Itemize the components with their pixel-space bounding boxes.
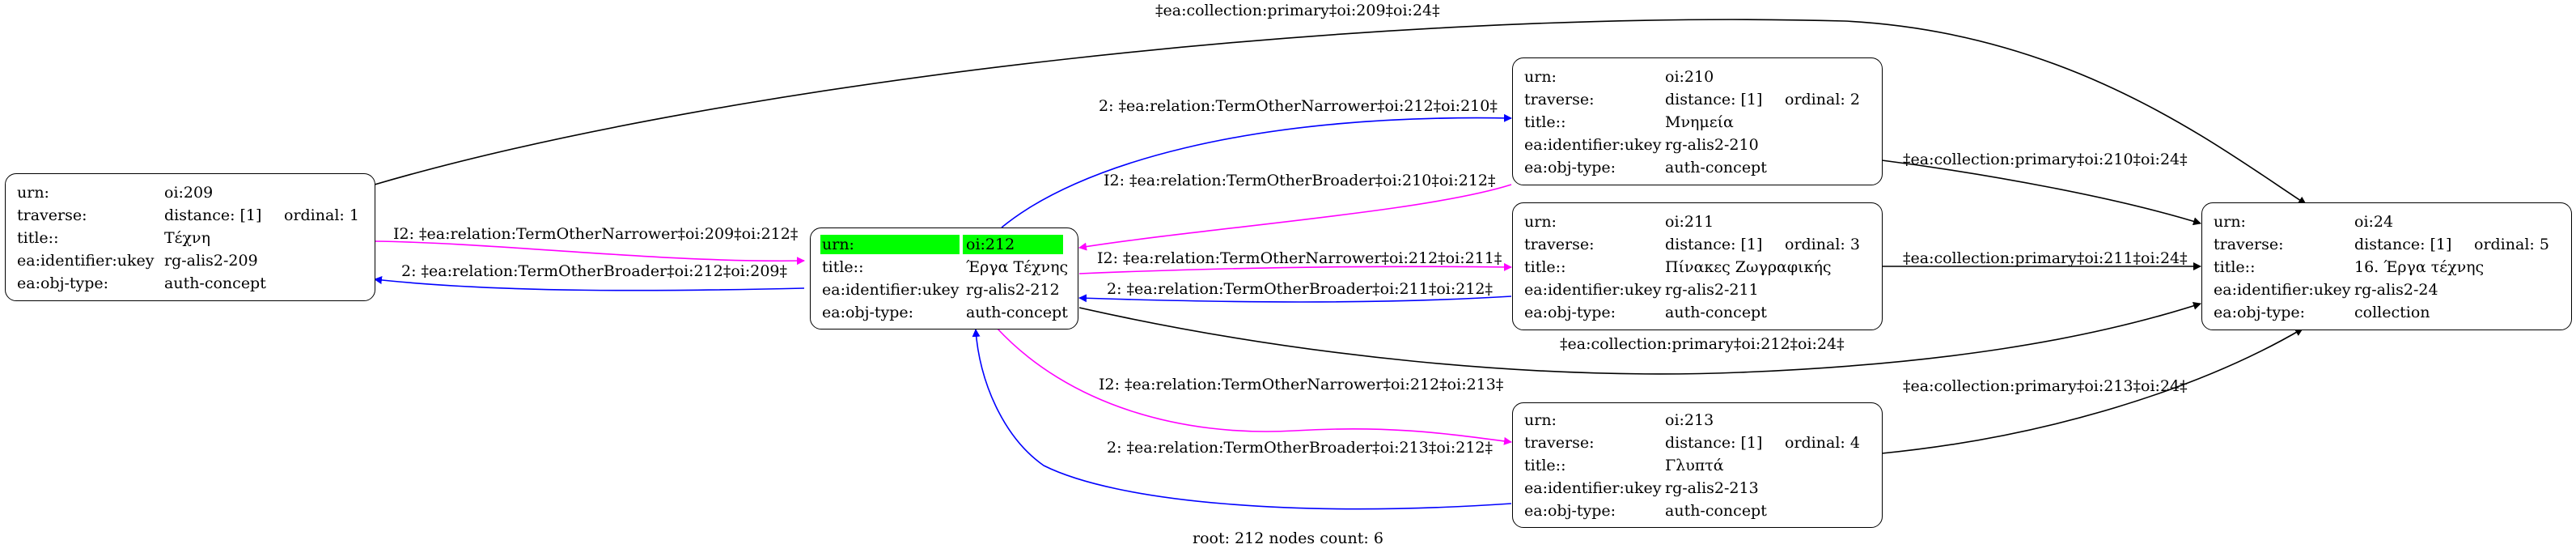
edge-label-209-212: I2: ‡ea:relation:TermOtherNarrower‡oi:20…	[393, 225, 799, 243]
edge-label-211-24: ‡ea:collection:primary‡oi:211‡oi:24‡	[1903, 249, 2188, 267]
value: Έργα Τέχνης	[966, 258, 1069, 276]
edge-212-213-narrower	[996, 327, 1512, 445]
edge-213-24-primary	[1881, 328, 2303, 454]
graph-footer: root: 212 nodes count: 6	[1193, 529, 1383, 547]
key: ea:obj-type:	[822, 304, 914, 321]
key: urn:	[1524, 68, 1557, 86]
value: oi:209	[164, 184, 214, 202]
edge-210-212-broader	[1078, 184, 1512, 251]
edge-label-210-212: I2: ‡ea:relation:TermOtherBroader‡oi:210…	[1104, 172, 1496, 189]
key: title::	[1524, 258, 1566, 276]
edge-label-212-209: 2: ‡ea:relation:TermOtherBroader‡oi:212‡…	[401, 262, 788, 280]
ordinal: ordinal: 2	[1785, 91, 1860, 108]
edge-209-24-primary	[374, 19, 2307, 205]
key: ea:obj-type:	[1524, 304, 1616, 321]
key: title::	[17, 229, 59, 247]
edge-209-212-narrower	[374, 240, 805, 266]
key: ea:identifier:ukey	[1524, 479, 1662, 497]
value: Γλυπτά	[1665, 457, 1724, 474]
key: traverse:	[1524, 236, 1595, 253]
edge-label-213-212: 2: ‡ea:relation:TermOtherBroader‡oi:213‡…	[1107, 439, 1493, 457]
node-oi-24[interactable]: urn: oi:24 traverse: distance: [1] ordinal:…	[2201, 202, 2572, 330]
key: title::	[2214, 258, 2256, 276]
value: distance: [1]	[1665, 236, 1763, 253]
key: urn:	[1524, 213, 1557, 231]
key: ea:obj-type:	[2214, 304, 2306, 321]
value: oi:212	[966, 236, 1015, 253]
root-highlight	[820, 235, 960, 254]
key: urn:	[2214, 213, 2246, 231]
value: distance: [1]	[164, 206, 262, 224]
edge-212-210-narrower	[1001, 113, 1512, 228]
value: oi:210	[1665, 68, 1714, 86]
value: rg-alis2-211	[1665, 281, 1759, 299]
value: auth-concept	[1665, 304, 1767, 321]
key: urn:	[822, 236, 854, 253]
value: Μνημεία	[1665, 113, 1734, 131]
value: distance: [1]	[2354, 236, 2452, 253]
value: Τέχνη	[164, 229, 210, 247]
edge-label-212-210: 2: ‡ea:relation:TermOtherNarrower‡oi:212…	[1099, 97, 1498, 115]
key: title::	[1524, 457, 1566, 474]
node-oi-212[interactable]: urn: oi:212 title::Έργα Τέχνης ea:identif…	[810, 227, 1078, 330]
edge-label-209-24: ‡ea:collection:primary‡oi:209‡oi:24‡	[1155, 2, 1440, 19]
node-oi-209[interactable]: urn: oi:209 traverse: distance: [1] ordinal…	[5, 173, 375, 301]
key: ea:identifier:ukey	[1524, 281, 1662, 299]
value: rg-alis2-209	[164, 252, 258, 270]
root-highlight	[963, 235, 1063, 254]
value: distance: [1]	[1665, 434, 1763, 452]
key: ea:obj-type:	[1524, 159, 1616, 176]
value: 16. Έργα τέχνης	[2354, 258, 2485, 276]
edge-label-210-24: ‡ea:collection:primary‡oi:210‡oi:24‡	[1903, 151, 2188, 168]
value: oi:24	[2354, 213, 2394, 231]
key: traverse:	[2214, 236, 2284, 253]
value: rg-alis2-213	[1665, 479, 1759, 497]
value: auth-concept	[1665, 159, 1767, 176]
edge-210-24-primary	[1881, 159, 2201, 226]
key: ea:obj-type:	[1524, 502, 1616, 520]
value: rg-alis2-24	[2354, 281, 2438, 299]
key: title::	[822, 258, 864, 276]
key: ea:identifier:ukey	[1524, 136, 1662, 154]
edge-212-209-broader	[374, 275, 805, 291]
edge-label-213-24: ‡ea:collection:primary‡oi:213‡oi:24‡	[1903, 377, 2188, 395]
value: Πίνακες Ζωγραφικής	[1665, 258, 1832, 276]
key: title::	[1524, 113, 1566, 131]
value: auth-concept	[164, 274, 266, 292]
key: ea:identifier:ukey	[17, 252, 155, 270]
node-oi-211[interactable]: urn: oi:211 traverse: distance: [1] ordinal…	[1512, 202, 1883, 330]
value: oi:211	[1665, 213, 1714, 231]
key: traverse:	[1524, 91, 1595, 108]
edge-213-212-broader	[972, 329, 1512, 510]
value: rg-alis2-212	[966, 281, 1060, 299]
value: auth-concept	[966, 304, 1068, 321]
ordinal: ordinal: 5	[2474, 236, 2549, 253]
key: ea:obj-type:	[17, 274, 109, 292]
node-oi-210[interactable]: urn: oi:210 traverse: distance: [1] ordinal…	[1512, 57, 1883, 185]
key: traverse:	[17, 206, 87, 224]
value: collection	[2354, 304, 2430, 321]
value: distance: [1]	[1665, 91, 1763, 108]
value: auth-concept	[1665, 502, 1767, 520]
node-oi-213[interactable]: urn: oi:213 traverse: distance: [1] ordinal…	[1512, 402, 1883, 528]
key: urn:	[17, 184, 49, 202]
edge-212-211-narrower	[1078, 262, 1512, 274]
ordinal: ordinal: 1	[284, 206, 359, 224]
edge-label-212-213: I2: ‡ea:relation:TermOtherNarrower‡oi:21…	[1099, 376, 1504, 393]
key: ea:identifier:ukey	[2214, 281, 2351, 299]
value: rg-alis2-210	[1665, 136, 1759, 154]
key: urn:	[1524, 411, 1557, 429]
ordinal: ordinal: 3	[1785, 236, 1860, 253]
key: traverse:	[1524, 434, 1595, 452]
value: oi:213	[1665, 411, 1714, 429]
edge-212-24-primary	[1078, 301, 2201, 375]
edge-211-212-broader	[1078, 294, 1512, 303]
edge-label-212-24: ‡ea:collection:primary‡oi:212‡oi:24‡	[1560, 335, 1845, 353]
ordinal: ordinal: 4	[1785, 434, 1860, 452]
key: ea:identifier:ukey	[822, 281, 960, 299]
edge-label-212-211: I2: ‡ea:relation:TermOtherNarrower‡oi:21…	[1097, 249, 1502, 267]
edge-label-211-212: 2: ‡ea:relation:TermOtherBroader‡oi:211‡…	[1107, 280, 1493, 298]
